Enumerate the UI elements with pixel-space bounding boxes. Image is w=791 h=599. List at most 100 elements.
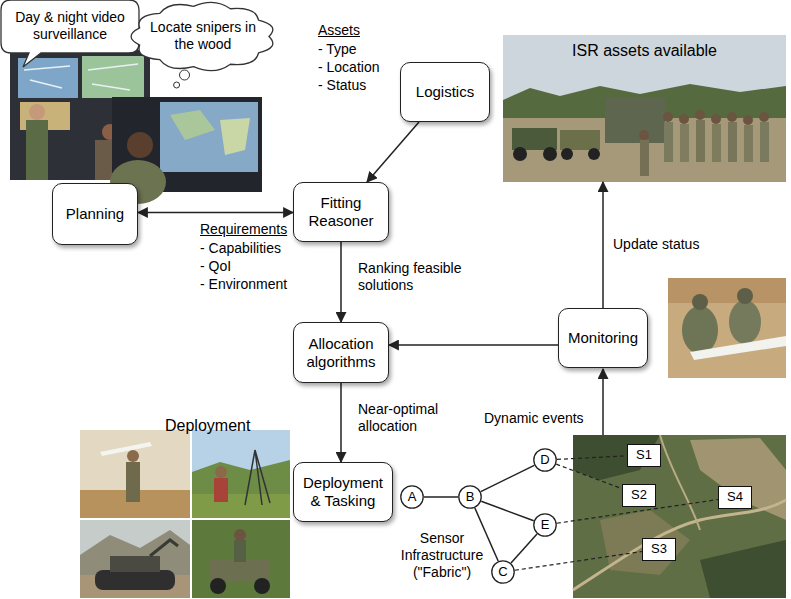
connector (340, 242, 342, 322)
list-heading: Assets (318, 22, 360, 39)
terrain-map (573, 435, 786, 598)
isr-assets-photo (543, 147, 557, 161)
deployment-photos (80, 520, 190, 598)
network-node: D (533, 448, 557, 472)
node-text: S1 (636, 447, 652, 463)
monitoring-photo (692, 294, 708, 310)
connector (340, 383, 342, 462)
node-text: Allocation algorithms (300, 335, 382, 371)
node-text: Deployment & Tasking (300, 474, 386, 510)
network-node: C (491, 560, 515, 584)
deployment-photos (254, 578, 270, 594)
connector (367, 122, 419, 182)
deployment-photos (192, 430, 290, 518)
terrain-map (573, 435, 786, 598)
isr-assets-photo (640, 140, 649, 176)
process-box: Monitoring (558, 308, 648, 368)
edge-label: Near-optimal allocation (358, 401, 468, 435)
deployment-photos (95, 570, 175, 590)
deployment-photos (80, 430, 290, 598)
node-text: S4 (727, 489, 743, 505)
sensor-box: S2 (622, 484, 656, 507)
monitoring-photo (737, 288, 753, 304)
monitoring-photo (668, 278, 786, 378)
deployment-photos (234, 540, 246, 562)
terrain-map (700, 540, 786, 598)
deployment-photos (245, 450, 270, 505)
dashed-link (515, 552, 642, 571)
thought-bubble: Locate snipers in the wood (137, 6, 269, 67)
dashed-link (557, 456, 627, 460)
photo-caption: Deployment (165, 416, 250, 435)
node-text: S2 (631, 487, 647, 503)
bubble-outline (1, 0, 139, 67)
thought-dot (180, 70, 190, 80)
list-item: - Status (318, 77, 366, 94)
speech-bubble: Day & night video surveillance (1, 0, 139, 53)
isr-assets-photo (503, 35, 786, 182)
operator-photo (220, 118, 250, 155)
command-center-photo (26, 120, 48, 180)
deployment-photos (214, 478, 228, 502)
monitoring-photo (682, 306, 718, 354)
node-text: Day & night video surveillance (9, 9, 131, 43)
network-node: E (533, 513, 557, 537)
deployment-photos (80, 530, 190, 598)
command-center-photo (82, 56, 144, 98)
node-text: B (466, 489, 475, 505)
process-box: Fitting Reasoner (293, 182, 389, 242)
connector (481, 501, 534, 521)
node-text: Planning (66, 205, 124, 223)
isr-assets-photo (503, 35, 786, 182)
circle-outline (534, 449, 556, 471)
node-text: D (540, 452, 549, 468)
list-item: - Capabilities (200, 240, 281, 257)
circle-outline (459, 486, 481, 508)
isr-assets-photo (760, 122, 769, 162)
deployment-photos (100, 442, 152, 456)
deployment-photos (126, 462, 140, 502)
connector (424, 496, 458, 498)
node-text: ISR assets available (572, 41, 717, 60)
command-center-photo (24, 64, 138, 90)
connector (389, 344, 558, 346)
isr-assets-photo (663, 112, 673, 122)
process-box: Allocation algorithms (293, 322, 389, 383)
deployment-photos (192, 494, 290, 518)
node-text: E (541, 517, 550, 533)
dashed-link (556, 464, 622, 488)
edge-label: Ranking feasible solutions (358, 260, 468, 294)
edge-label: Update status (613, 236, 699, 253)
thought-dot (174, 82, 180, 88)
process-box: Planning (52, 183, 138, 245)
monitoring-photo (729, 300, 761, 344)
monitoring-photo (690, 336, 786, 360)
isr-assets-photo (759, 112, 769, 122)
operator-photo (127, 132, 153, 158)
deployment-photos (127, 450, 139, 462)
connector (481, 465, 534, 491)
node-text: Locate snipers in the wood (149, 19, 257, 53)
dynamic-events-arrow (602, 369, 604, 435)
terrain-map (573, 500, 786, 590)
process-box: Deployment & Tasking (293, 462, 393, 522)
connector (602, 182, 604, 308)
group-label: Sensor Infrastructure ("Fabric") (396, 530, 488, 581)
sensor-box: S1 (627, 444, 661, 467)
cloud-outline (131, 2, 273, 70)
dynamic-events-arrow (603, 369, 604, 435)
list-item: - Environment (200, 276, 287, 293)
command-center-photo (29, 104, 45, 120)
list-item: - Location (318, 59, 379, 76)
node-text: Fitting Reasoner (300, 194, 382, 230)
edge-note: Dynamic events (484, 410, 584, 427)
circle-outline (534, 514, 556, 536)
sensor-box: S3 (642, 538, 676, 561)
isr-assets-photo (743, 115, 753, 125)
isr-assets-photo (695, 110, 705, 120)
deployment-photos (234, 529, 246, 541)
isr-assets-photo (727, 112, 737, 122)
